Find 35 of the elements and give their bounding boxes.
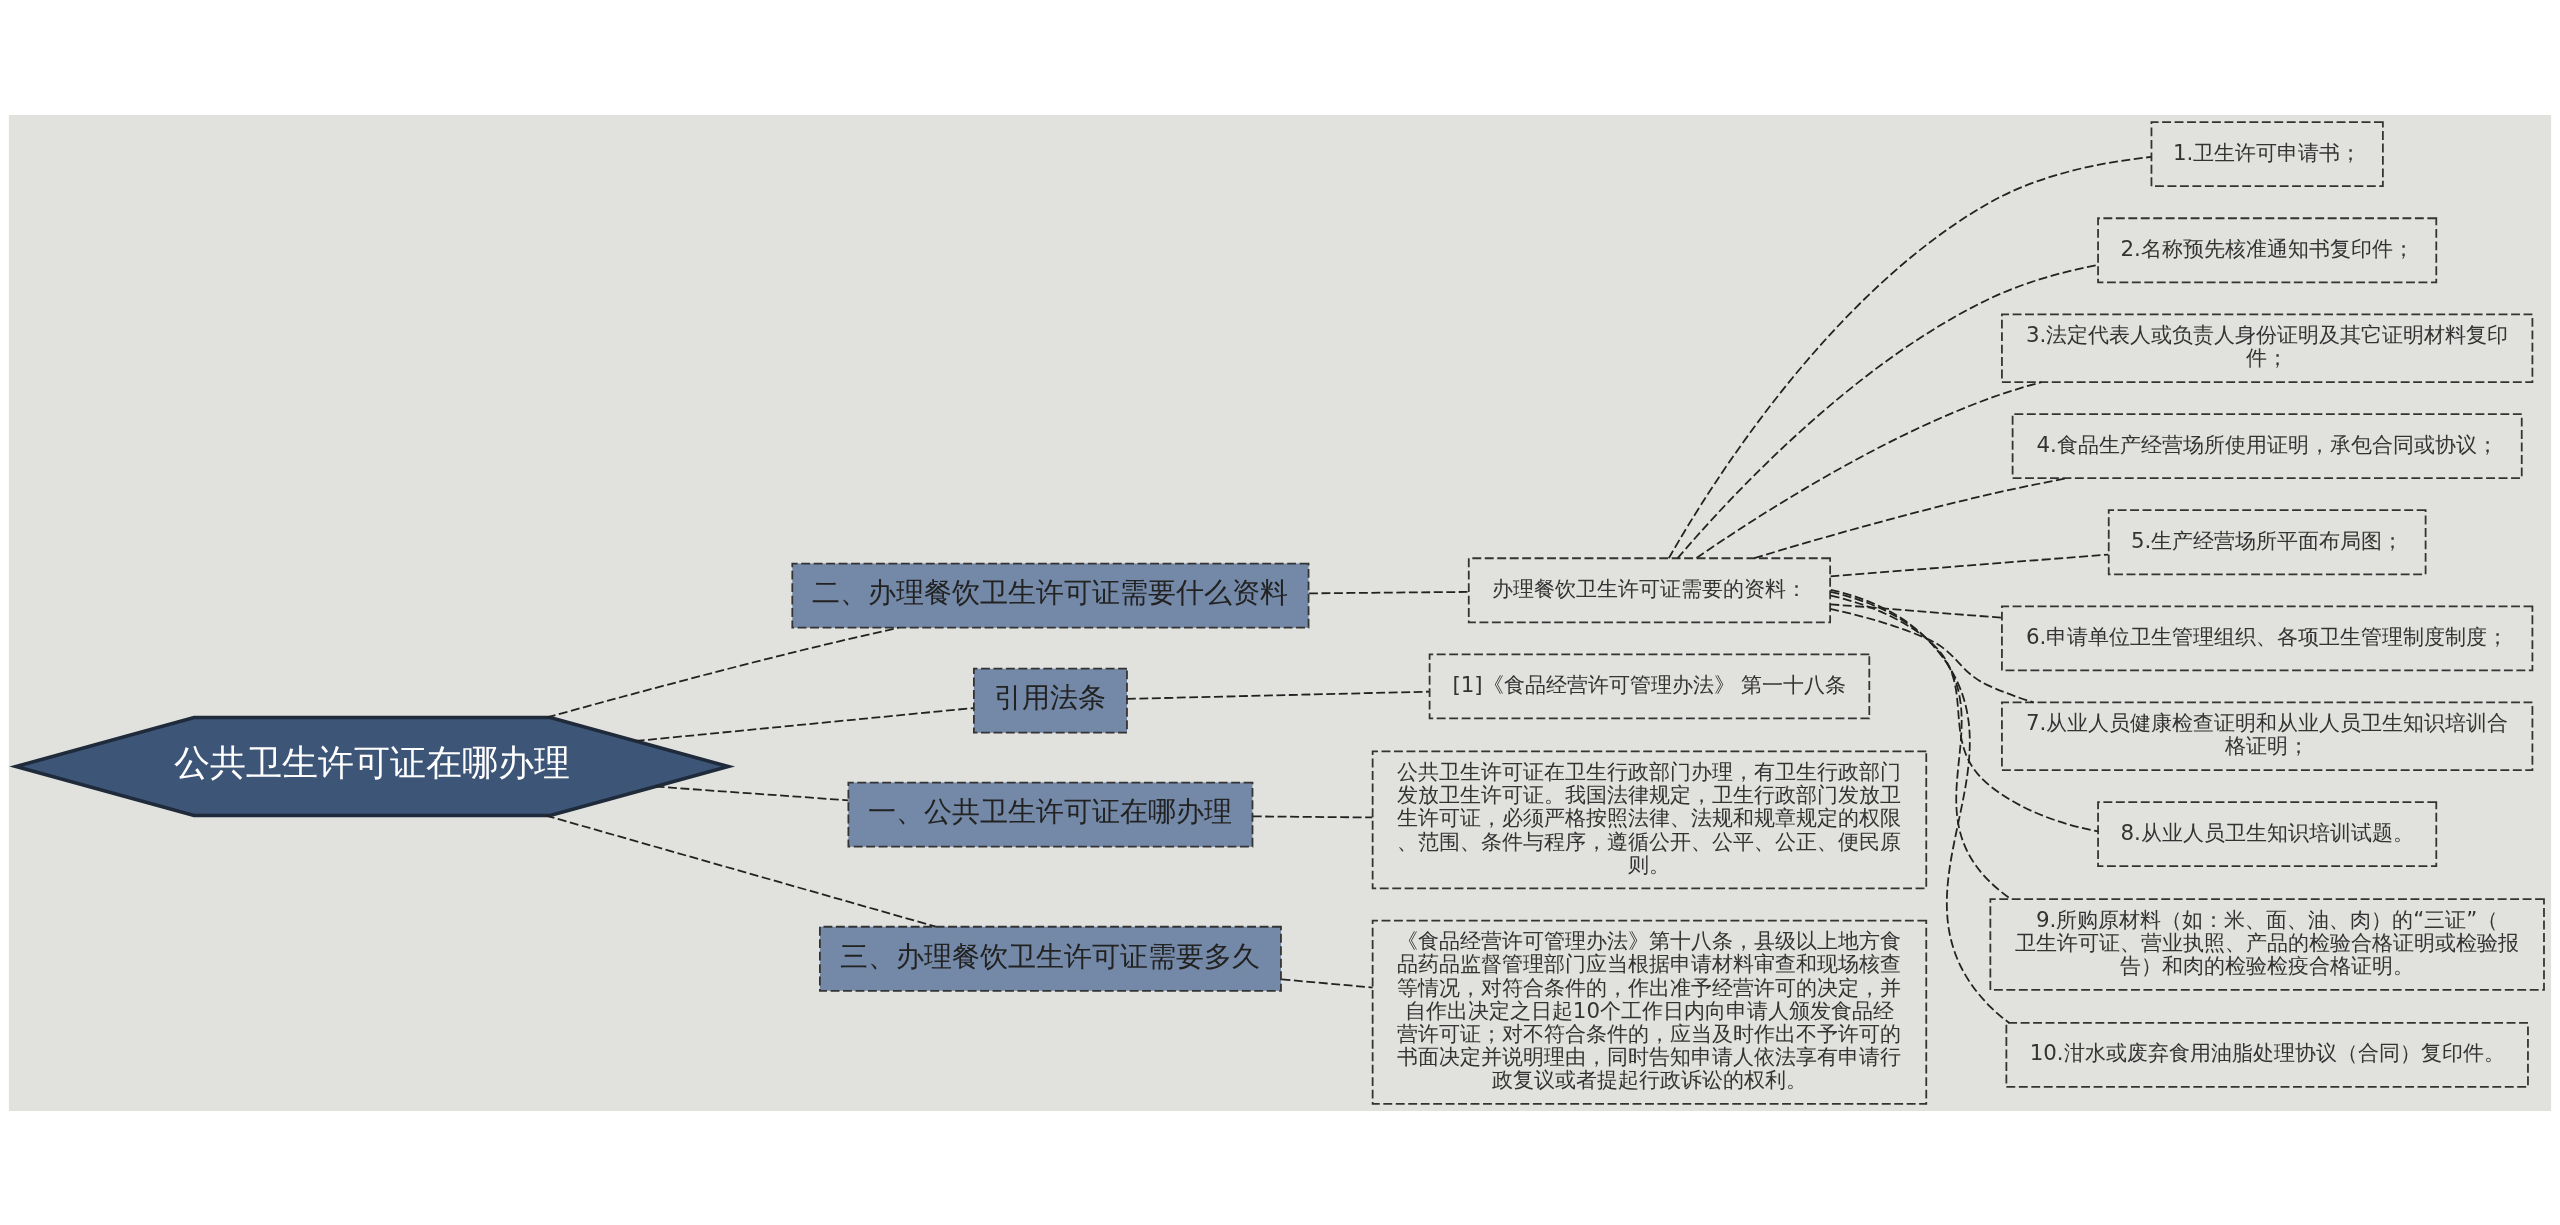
- connector: [1829, 588, 2010, 1024]
- node-box: [1]《食品经营许可管理办法》 第一十八条: [1428, 653, 1871, 719]
- node-box: 8.从业人员卫生知识培训试题。: [2097, 800, 2438, 867]
- connector: [1667, 155, 2153, 559]
- connector: [1829, 590, 2012, 900]
- connector: [1829, 553, 2110, 577]
- node-box: 3.法定代表人或负责人身份证明及其它证明材料复印件；: [2001, 313, 2534, 383]
- node-box: 办理餐饮卫生许可证需要的资料：: [1467, 556, 1832, 623]
- node-box: 2.名称预先核准通知书复印件；: [2097, 216, 2438, 283]
- connector: [1308, 590, 1469, 594]
- connector: [546, 626, 900, 718]
- node-box: 《食品经营许可管理办法》第十八条，县级以上地方食品药品监督管理部门应当根据申请材料审查和现场核查等情况，对符合条件的，作出准予经营许可的决定，并自作出决定之日起10个工作日内向申请人颁发食品经营许可证；对不符合条件的，应当及时作出不予许可的书面决定并说明理由，同时告知申请人依法享有申请行政复议或者提起行政诉讼的权利。: [1371, 919, 1928, 1105]
- node-box: 二、办理餐饮卫生许可证需要什么资料: [791, 562, 1310, 629]
- connector: [634, 706, 975, 742]
- connector: [1252, 815, 1374, 818]
- connector: [1829, 607, 2035, 703]
- connector: [654, 785, 850, 801]
- connector: [1829, 602, 2003, 619]
- node-box: 9.所购原材料（如：米、面、油、肉）的“三证”（卫生许可证、营业执照、产品的检验合格证明或检验报告）和肉的检验检疫合格证明。: [1989, 897, 2545, 991]
- node-box: 5.生产经营场所平面布局图；: [2107, 508, 2427, 575]
- connector: [1695, 380, 2043, 559]
- node-box: 三、办理餐饮卫生许可证需要多久: [819, 925, 1282, 992]
- node-box: 1.卫生许可申请书；: [2150, 120, 2384, 187]
- node-box: 10.泔水或废弃食用油脂处理协议（合同）复印件。: [2005, 1021, 2529, 1088]
- connector: [1829, 594, 2099, 832]
- node-box: 一、公共卫生许可证在哪办理: [847, 781, 1254, 848]
- connector: [1676, 263, 2099, 559]
- node-box: 7.从业人员健康检查证明和从业人员卫生知识培训合格证明；: [2001, 701, 2534, 771]
- connector: [545, 814, 937, 927]
- node-box: 4.食品生产经营场所使用证明，承包合同或协议；: [2011, 412, 2523, 479]
- connector: [1126, 690, 1430, 700]
- connector: [1280, 978, 1374, 988]
- node-box: 引用法条: [973, 667, 1128, 734]
- node-box: 6.申请单位卫生管理组织、各项卫生管理制度制度；: [2001, 604, 2534, 671]
- node-box: 公共卫生许可证在卫生行政部门办理，有卫生行政部门发放卫生许可证。我国法律规定，卫生行政部门发放卫生许可证，必须严格按照法律、法规和规章规定的权限、范围、条件与程序，遵循公开、公平、公正、便民原则。: [1371, 750, 1928, 889]
